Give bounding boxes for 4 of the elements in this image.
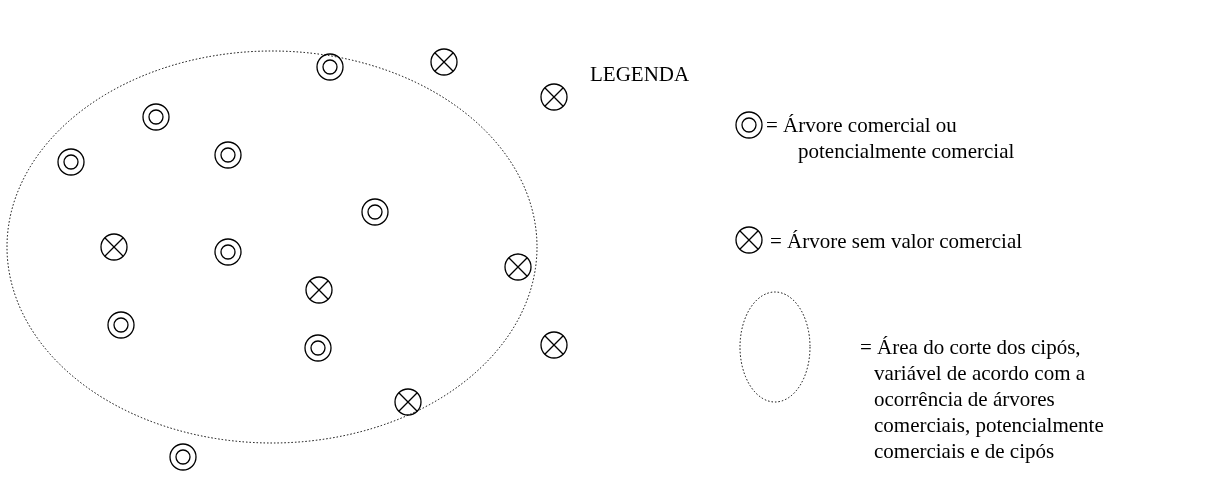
legend-text: = Árvore sem valor comercial [770,228,1024,254]
legend-text: = Árvore comercial ou potencialmente comercial [766,112,1016,164]
legend-text: = Área do corte dos cipós, variável de acordo com a ocorrência de árvores comerciais, potencialmente comerciais e de cipós [860,334,1105,464]
legend-heading: LEGENDA [590,62,690,87]
